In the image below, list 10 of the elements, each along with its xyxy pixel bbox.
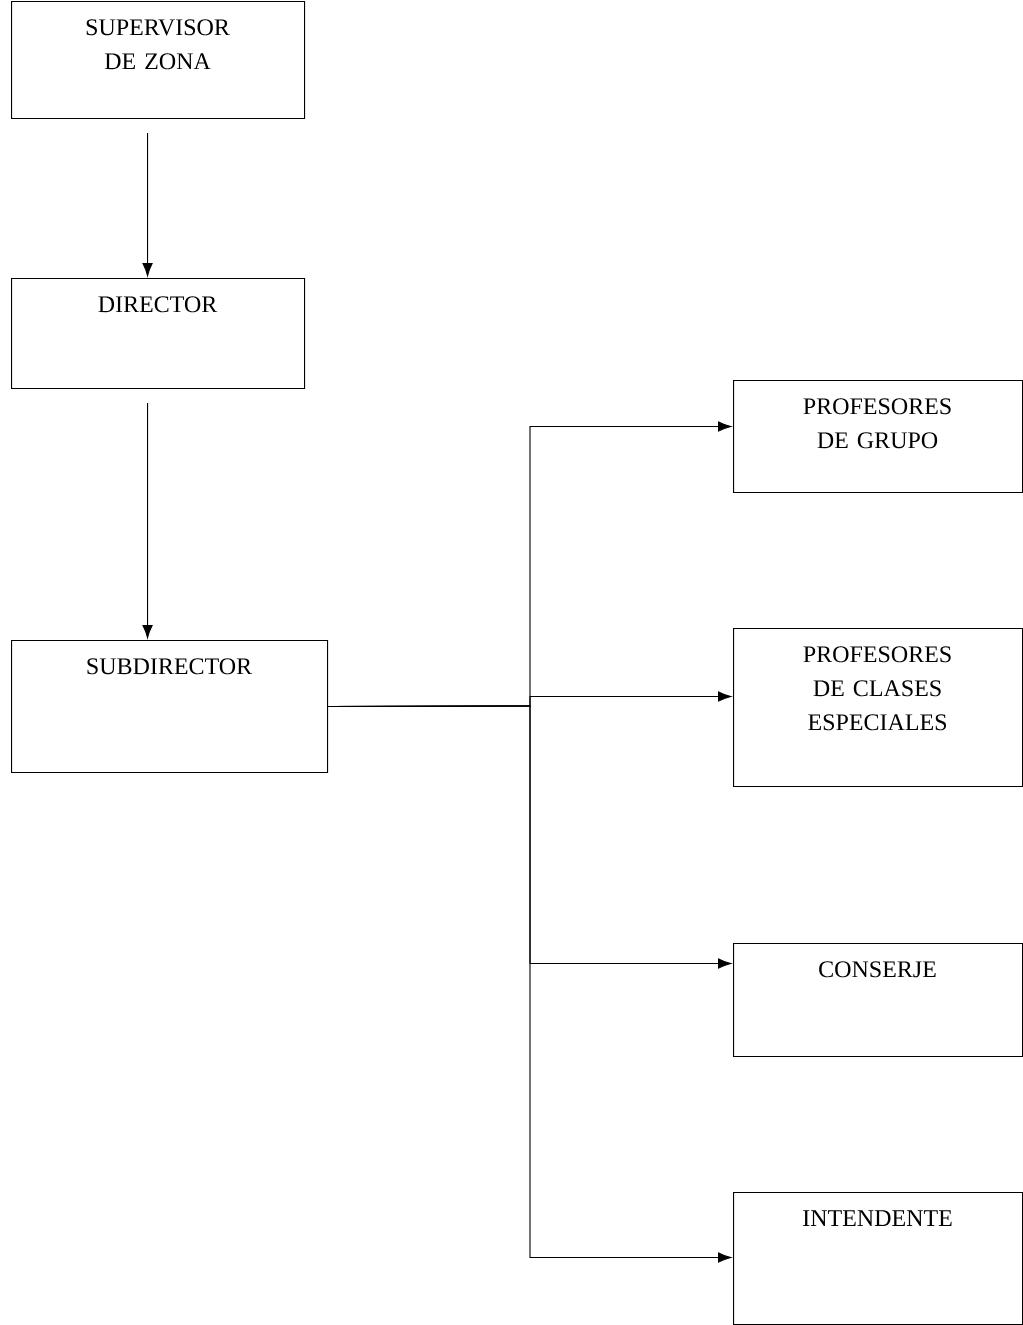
org-box: PROFESORES DE CLASES ESPECIALES xyxy=(733,628,1023,788)
org-box: CONSERJE xyxy=(733,943,1023,1058)
org-box: PROFESORES DE GRUPO xyxy=(733,380,1023,494)
org-box: SUBDIRECTOR xyxy=(11,640,329,774)
org-box: SUPERVISOR DE ZONA xyxy=(11,1,306,120)
arrow xyxy=(327,705,732,1263)
org-box: INTENDENTE xyxy=(733,1192,1023,1325)
arrow xyxy=(142,402,153,639)
arrow xyxy=(142,132,153,277)
org-box: DIRECTOR xyxy=(11,278,306,390)
